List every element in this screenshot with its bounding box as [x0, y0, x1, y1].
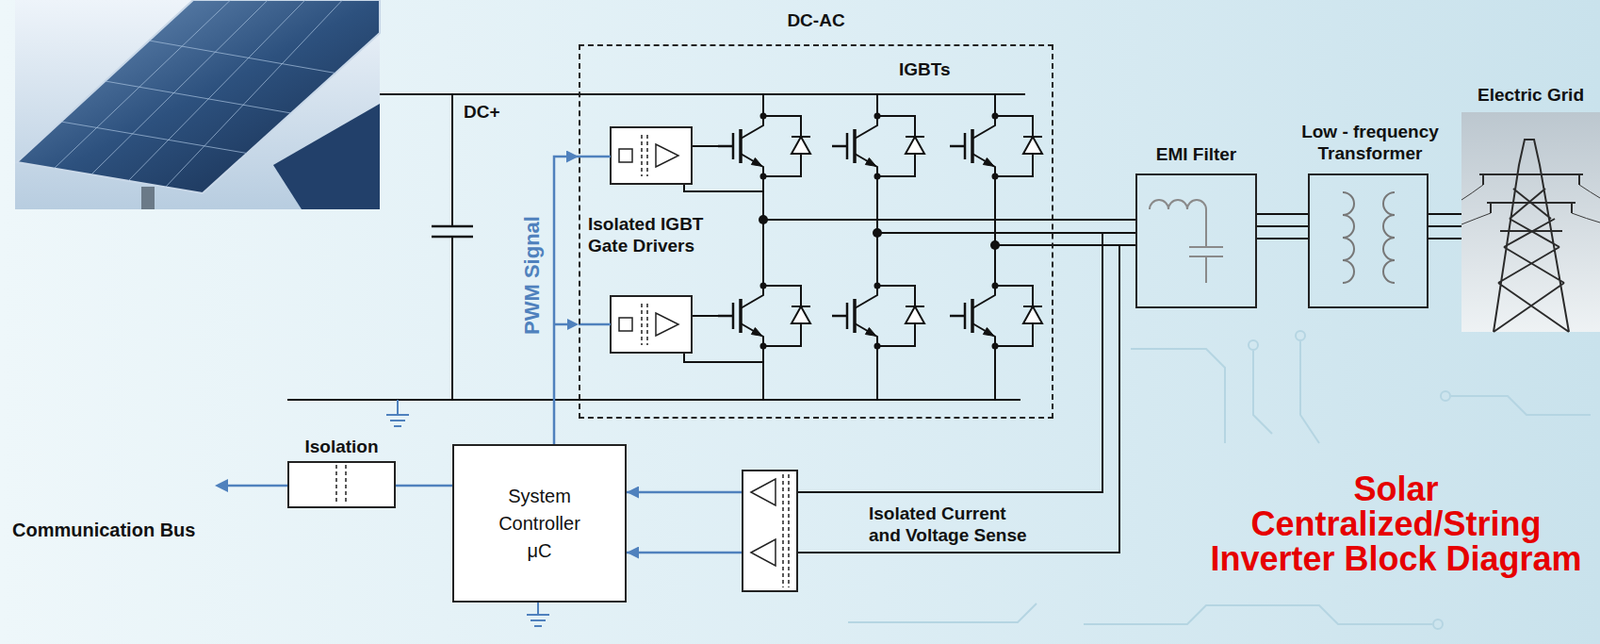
- igbt-symbol: [718, 108, 811, 184]
- capacitor-symbol: [1189, 209, 1224, 283]
- dc-plus-bus: [379, 93, 1026, 96]
- node-heading: DC-AC: [580, 9, 1052, 32]
- wire-connector: [1257, 237, 1308, 240]
- node-heading: Electric Grid: [1461, 83, 1600, 106]
- system-controller: System Controller μC: [452, 443, 627, 603]
- node-label: Isolated Current and Voltage Sense: [868, 502, 1038, 546]
- inductor-symbol: [1149, 199, 1207, 210]
- sense-fill: [741, 469, 799, 592]
- sense-amplifier: [751, 538, 776, 566]
- bus-arrowhead: [214, 478, 229, 492]
- trace-pad: [1440, 391, 1451, 401]
- driver-buffer: [655, 144, 679, 167]
- wire-connector: [395, 484, 453, 488]
- igbt-symbol: [949, 277, 1043, 354]
- sense-box: Isolated Current and Voltage Sense: [741, 469, 799, 592]
- sense-amplifier: [751, 478, 776, 506]
- node-heading: Isolation: [289, 435, 394, 458]
- sky: [1461, 112, 1600, 332]
- panel-post: [141, 186, 155, 210]
- node-heading: Low - frequency Transformer: [1294, 120, 1446, 164]
- pwm-arrowhead: [567, 318, 579, 330]
- wire-connector: [1053, 231, 1136, 234]
- ground-symbol: [526, 602, 550, 626]
- capacitor-leads: [451, 94, 454, 400]
- node-heading: EMI Filter: [1137, 143, 1256, 165]
- ground-symbol: [386, 399, 409, 426]
- bus-label: DC+: [463, 100, 501, 123]
- panel-grid: [53, 0, 343, 187]
- circuit-trace: [1130, 348, 1225, 443]
- pwm-signal-line: [554, 156, 579, 444]
- bus-label: Communication Bus: [12, 519, 196, 541]
- isolation-fill: [287, 460, 396, 508]
- trace-pad: [1248, 340, 1258, 350]
- transformer-symbol: [1342, 192, 1395, 283]
- wire-connector: [1053, 218, 1136, 221]
- phase-node: [872, 228, 882, 238]
- gate-driver-box: [610, 295, 692, 353]
- circuit-trace: [1451, 395, 1591, 415]
- transformer-coil: [1383, 192, 1395, 283]
- diagram-title: Solar Centralized/String Inverter Block …: [1207, 471, 1585, 576]
- sense-wire: [798, 232, 1120, 553]
- wire-connector: [626, 551, 742, 555]
- circuit-trace: [1083, 604, 1433, 624]
- igbt-bridge: [684, 94, 1054, 400]
- solar-panel: [16, 0, 380, 194]
- trace-pad: [1295, 330, 1306, 341]
- isolation-barrier: [336, 464, 346, 505]
- background-traces: [848, 330, 1591, 629]
- wire-connector: [626, 490, 742, 494]
- signal-label: PWM Signal: [521, 215, 544, 335]
- part-label: IGBTs: [898, 58, 951, 81]
- solar-panel: [273, 103, 380, 210]
- part-label: Isolated IGBT Gate Drivers: [587, 212, 720, 257]
- wire-connector: [1257, 212, 1308, 215]
- igbt-symbol: [718, 277, 811, 354]
- transformer-box: Low - frequency Transformer: [1307, 173, 1429, 309]
- emi-filter-symbol: [1149, 199, 1224, 283]
- isolation-barrier: [641, 134, 648, 177]
- igbt-symbol: [832, 108, 925, 184]
- circuit-trace: [848, 603, 1037, 622]
- wire-connector: [1428, 212, 1462, 215]
- driver-buffer: [655, 312, 679, 336]
- circuit-trace: [1253, 341, 1320, 443]
- box-text: System Controller μC: [489, 482, 589, 565]
- electric-grid-picture: [1461, 112, 1600, 332]
- gate-driver-box: [610, 127, 692, 184]
- electric-grid: Electric Grid: [1461, 112, 1600, 332]
- driver-input: [619, 148, 633, 163]
- igbt-symbol: [832, 277, 925, 354]
- wire-connector: [1428, 237, 1462, 240]
- transformer-coil: [1342, 192, 1355, 283]
- bus-wire: [224, 484, 288, 488]
- igbt-symbol: [949, 108, 1043, 184]
- pylon: [1479, 139, 1584, 332]
- power-line: [1461, 184, 1600, 225]
- phase-node: [758, 214, 768, 225]
- dc-bus: [287, 94, 1026, 626]
- driver-input: [619, 317, 633, 331]
- isolation-barrier: [783, 473, 789, 588]
- isolation-barrier: [641, 303, 648, 345]
- bridge-wires: [684, 94, 1054, 400]
- emi-filter-box: EMI Filter: [1135, 173, 1258, 309]
- sky: [15, 0, 380, 210]
- trace-pad: [1433, 619, 1443, 629]
- capacitor-plates: [431, 226, 474, 237]
- wire-connector: [1257, 225, 1308, 228]
- solar-panel-picture: [15, 0, 380, 210]
- phase-node: [990, 240, 1000, 250]
- wire-connector: [1428, 225, 1462, 228]
- wire-connector: [1053, 244, 1136, 246]
- isolation-box: Isolation: [287, 460, 396, 508]
